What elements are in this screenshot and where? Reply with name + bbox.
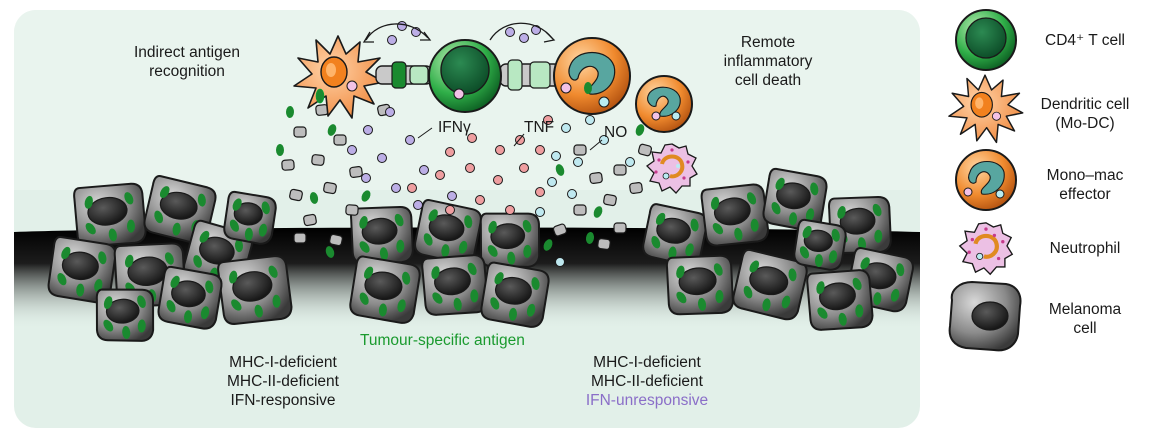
exchange-arrow-right bbox=[489, 22, 556, 43]
melanoma-cell bbox=[421, 254, 489, 316]
indirect-recognition-line-2: recognition bbox=[149, 63, 225, 80]
remote-line-2: inflammatory bbox=[723, 53, 813, 70]
melanoma-cell-icon bbox=[948, 280, 1022, 352]
remote-cell-death-label: Remote inflammatory cell death bbox=[702, 33, 834, 90]
melanoma-cell bbox=[414, 199, 482, 265]
ifng-label: IFNγ bbox=[438, 119, 471, 136]
mono-mac-effector-cell bbox=[553, 37, 631, 115]
left-group-line-3: IFN-responsive bbox=[230, 392, 336, 409]
melanoma-cell bbox=[217, 255, 293, 325]
dendritic-cell bbox=[293, 35, 385, 119]
legend-melanoma-line-1: Melanoma bbox=[1048, 301, 1122, 318]
melanoma-cell bbox=[95, 288, 155, 342]
legend-melanoma-label: Melanoma cell bbox=[1020, 300, 1150, 338]
neutrophil-icon bbox=[958, 222, 1014, 276]
tnf-label: TNF bbox=[524, 119, 555, 136]
melanoma-cell bbox=[806, 269, 874, 331]
legend-dc-line-1: Dendritic cell bbox=[1040, 96, 1130, 113]
melanoma-cell bbox=[793, 218, 847, 271]
neutrophil-cell bbox=[645, 143, 698, 194]
dendritic-cell-icon bbox=[948, 74, 1024, 144]
melanoma-cell bbox=[642, 203, 708, 267]
melanoma-cell bbox=[349, 255, 421, 324]
left-group-line-2: MHC-II-deficient bbox=[227, 373, 339, 390]
remote-line-1: Remote bbox=[740, 34, 796, 51]
legend-monomac-line-2: effector bbox=[1059, 186, 1111, 203]
no-label: NO bbox=[604, 124, 628, 141]
mono-mac-effector-cell-2 bbox=[635, 75, 693, 133]
melanoma-cell bbox=[480, 261, 550, 328]
melanoma-cell bbox=[157, 265, 223, 330]
right-group-line-2: MHC-II-deficient bbox=[591, 373, 703, 390]
tumour-cell-layer bbox=[47, 167, 914, 342]
legend-cd4-label: CD4⁺ T cell bbox=[1045, 32, 1125, 49]
melanoma-cell bbox=[350, 205, 414, 265]
legend-monomac-line-1: Mono–mac bbox=[1046, 167, 1124, 184]
left-group-line-1: MHC-I-deficient bbox=[229, 354, 337, 371]
mono-mac-icon bbox=[955, 149, 1017, 211]
exchange-arrow-left bbox=[362, 23, 432, 43]
melanoma-cell bbox=[732, 248, 808, 321]
legend-dc-label: Dendritic cell (Mo-DC) bbox=[1020, 95, 1150, 133]
right-group-line-3: IFN-unresponsive bbox=[585, 392, 709, 409]
tumour-antigen-label: Tumour-specific antigen bbox=[360, 332, 525, 349]
indirect-recognition-label: Indirect antigen recognition bbox=[122, 43, 252, 81]
cd4-t-cell-icon bbox=[955, 9, 1017, 71]
legend-melanoma-line-2: cell bbox=[1073, 320, 1097, 337]
melanoma-cell bbox=[479, 212, 541, 268]
left-group-label: MHC-I-deficient MHC-II-deficient IFN-res… bbox=[198, 353, 368, 410]
legend-dc-line-2: (Mo-DC) bbox=[1055, 115, 1115, 132]
melanoma-cell bbox=[665, 254, 734, 316]
remote-line-3: cell death bbox=[734, 72, 802, 89]
legend-monomac-label: Mono–mac effector bbox=[1020, 166, 1150, 204]
legend-neutrophil-label: Neutrophil bbox=[1049, 240, 1121, 257]
right-group-label: MHC-I-deficient MHC-II-deficient IFN-unr… bbox=[562, 353, 732, 410]
right-group-line-1: MHC-I-deficient bbox=[593, 354, 701, 371]
cd4-t-cell bbox=[428, 39, 502, 113]
indirect-recognition-line-1: Indirect antigen bbox=[134, 44, 240, 61]
immune-synapse-right bbox=[499, 59, 561, 91]
melanoma-cell bbox=[223, 190, 277, 245]
melanoma-cell bbox=[73, 182, 147, 248]
melanoma-cell bbox=[700, 183, 770, 247]
immune-synapse-left bbox=[375, 61, 433, 89]
